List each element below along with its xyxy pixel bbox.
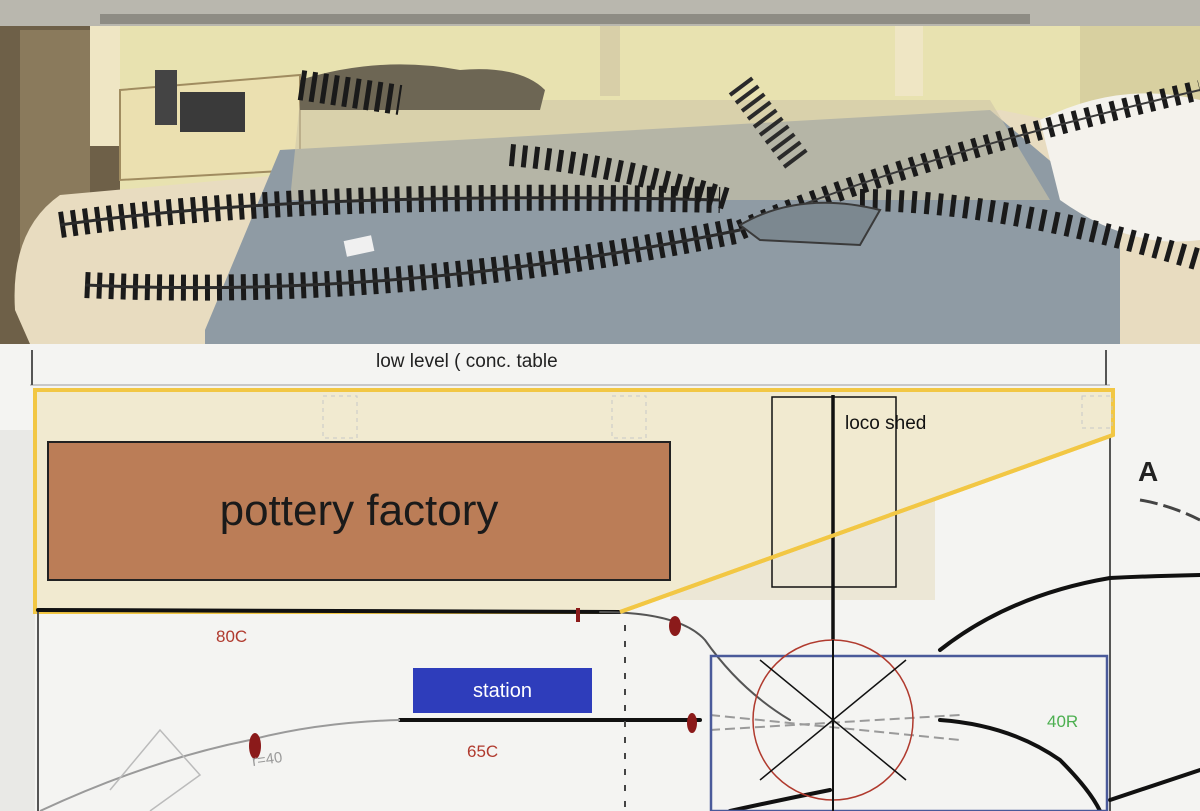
curve-40r-label: 40R (1047, 712, 1079, 731)
track-80c (36, 608, 622, 614)
station-label: station (473, 679, 532, 702)
curve-80c-label: 80C (216, 627, 248, 646)
plan-header-label: low level ( conc. table (376, 351, 558, 372)
station-box (413, 668, 592, 713)
layout-photo (0, 0, 1200, 344)
curve-65c-label: 65C (467, 742, 499, 761)
loco-shed-label: loco shed (845, 413, 927, 434)
track-plan (0, 344, 1200, 811)
pottery-factory-label: pottery factory (219, 486, 499, 535)
scissors-box (709, 654, 1109, 811)
track-upper-curve (938, 576, 1112, 652)
pottery-factory-box (47, 441, 671, 581)
plan-drawing (0, 344, 1200, 811)
radius-note-label: r=40 (250, 748, 284, 771)
track-40r (938, 718, 1102, 811)
photo-illustration (0, 0, 1200, 344)
corner-a-label: A (1138, 456, 1159, 487)
